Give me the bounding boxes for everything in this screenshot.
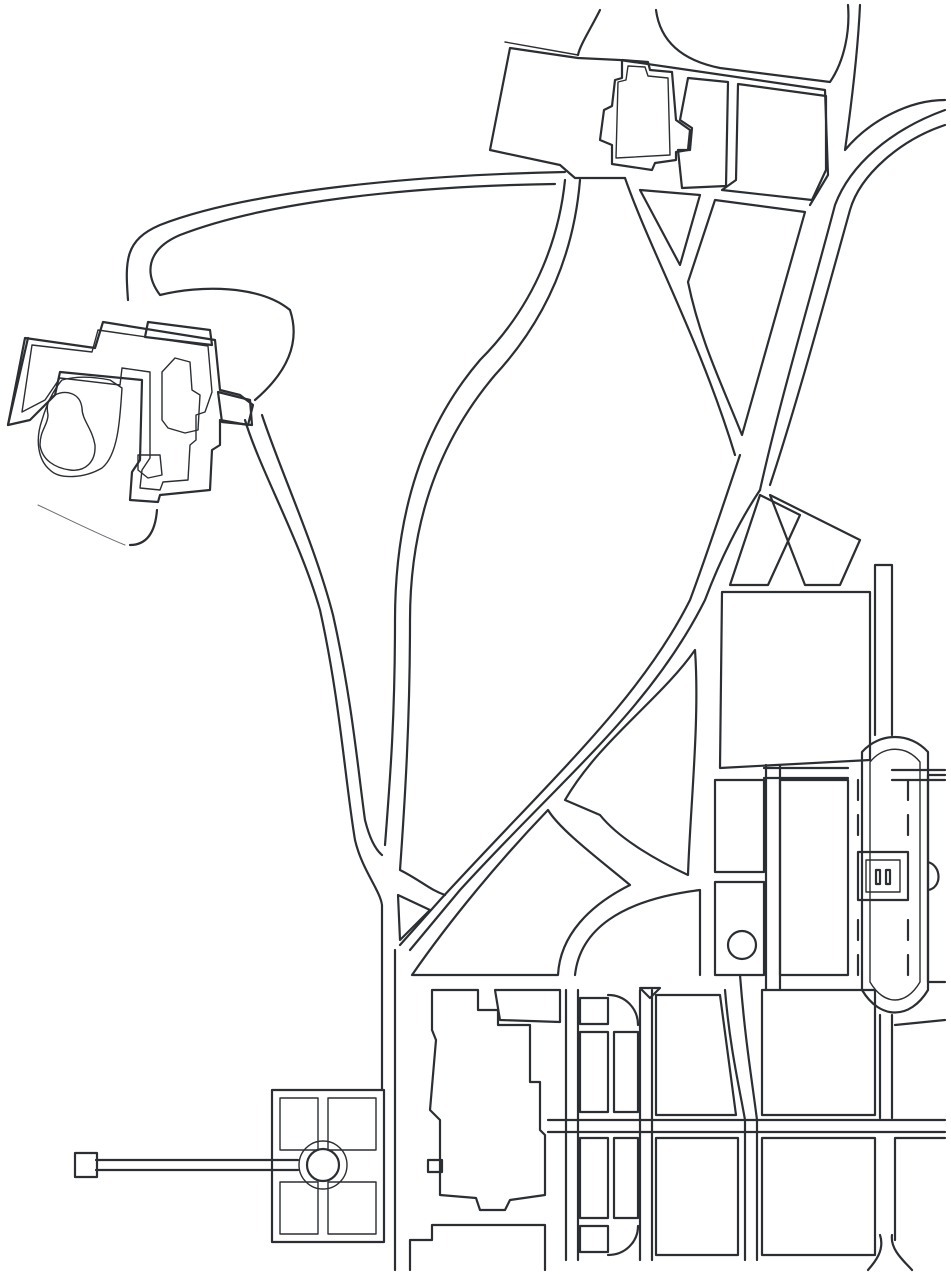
mall-monument-outer (856, 850, 910, 902)
north-plaza-outline (488, 46, 830, 207)
south-block-large-e (893, 1018, 947, 1242)
sw-diagonal-inner (398, 453, 742, 947)
sw-diagonal-outer (408, 488, 762, 952)
east-trunk-road-outer (758, 108, 947, 492)
south-grid-road-v2 (638, 988, 654, 1262)
south-grid-block (578, 1030, 610, 1114)
mall-north-avenue (873, 563, 894, 737)
west-pond-shape (39, 391, 96, 471)
south-building-entry (426, 1158, 444, 1174)
lower-wedge-outer (410, 808, 632, 977)
mall-monument-inner (865, 859, 901, 893)
mall-monument-core (874, 868, 892, 886)
south-grid-block (612, 1136, 640, 1220)
south-district (393, 948, 947, 1272)
south-block-large-c (760, 988, 877, 1117)
north-edge-curve-2 (654, 3, 850, 84)
west-pavilion (143, 320, 214, 347)
south-block-large-d (760, 1136, 877, 1257)
junction-triangle (396, 893, 432, 942)
garden-quad-se (327, 1181, 377, 1235)
central-road-west (383, 178, 567, 847)
mall-apse (926, 860, 940, 892)
mid-wedge (563, 648, 698, 877)
west-sweep-road-inner (260, 413, 384, 857)
south-grid-road-v1 (564, 988, 580, 1262)
north-block-2 (720, 82, 828, 202)
lower-curve-road (573, 888, 702, 977)
west-drive-curb (128, 508, 159, 547)
garden-fountain-ring (298, 1140, 348, 1190)
garden-axis-pavilion (73, 1151, 99, 1179)
south-block-large-b (654, 1136, 740, 1257)
east-trunk-road-inner (768, 123, 947, 487)
mall-dash-marks (856, 778, 910, 977)
east-crossroad-top (762, 766, 850, 780)
garden-quad-ne (327, 1097, 377, 1151)
east-roundabout-small (726, 929, 758, 961)
mall-south-avenue (878, 1013, 894, 1120)
west-sweep-road-outer (243, 418, 384, 1092)
garden-axis-walk (94, 1158, 300, 1172)
west-inner-wing (161, 357, 201, 434)
east-district (713, 493, 947, 992)
diag-road-north-c (686, 198, 807, 437)
south-building-annex (493, 988, 562, 1024)
south-large-building (428, 988, 547, 1212)
south-grid-block (578, 1224, 610, 1254)
west-building-inner (21, 329, 213, 491)
east-block-column-b (713, 880, 766, 977)
east-wedge-block-2 (768, 493, 862, 587)
north-edge-curve (576, 8, 602, 57)
east-strip-right (926, 773, 947, 984)
north-block-1 (676, 76, 730, 190)
central-road-west-inner (398, 178, 582, 897)
mall-crossroad (890, 768, 947, 782)
west-building-outer (6, 320, 255, 504)
south-grid-road-v3 (723, 973, 759, 1262)
south-edge-road (408, 1223, 547, 1272)
loop-road-outer (125, 170, 567, 302)
loop-road-inner (149, 182, 557, 402)
west-building-complex (6, 320, 255, 547)
mall-oval-outer (860, 735, 930, 1014)
east-mall (856, 563, 947, 1120)
north-building-inner (615, 65, 671, 159)
west-wing-edge (6, 336, 30, 427)
east-block-upper (718, 590, 872, 770)
north-building (598, 58, 692, 172)
south-grid-arc-top (606, 993, 640, 1027)
diag-road-north-a (623, 176, 737, 457)
west-drive-arc (37, 504, 126, 546)
west-entry-block (216, 390, 254, 427)
south-fork-curve (866, 1233, 914, 1272)
south-small-triangle (638, 986, 662, 1000)
east-vertical-road (764, 763, 782, 992)
east-block-large (778, 778, 850, 977)
south-grid-arc-bottom (606, 1224, 640, 1257)
diag-road-north-b (638, 188, 702, 267)
garden-outer (270, 1088, 386, 1244)
southwest-garden (73, 1088, 386, 1244)
south-grid-road-h1 (546, 1118, 947, 1134)
south-grid-block (578, 996, 610, 1026)
garden-quad-nw (279, 1097, 319, 1151)
east-wedge-block (728, 493, 802, 587)
garden-fountain (305, 1147, 341, 1183)
north-plaza-edge (504, 41, 579, 56)
east-block-column-a (713, 778, 766, 874)
mall-oval-inner (869, 748, 921, 1001)
south-grid-block (612, 1030, 640, 1114)
south-grid-block (578, 1136, 610, 1220)
west-courtyard-pond (37, 376, 123, 478)
north-complex (488, 3, 947, 207)
west-inner-stair (137, 454, 163, 479)
garden-quad-sw (279, 1181, 319, 1235)
south-block-large-a (654, 993, 738, 1117)
road-network (125, 108, 947, 1092)
north-edge-road-east (843, 3, 947, 152)
